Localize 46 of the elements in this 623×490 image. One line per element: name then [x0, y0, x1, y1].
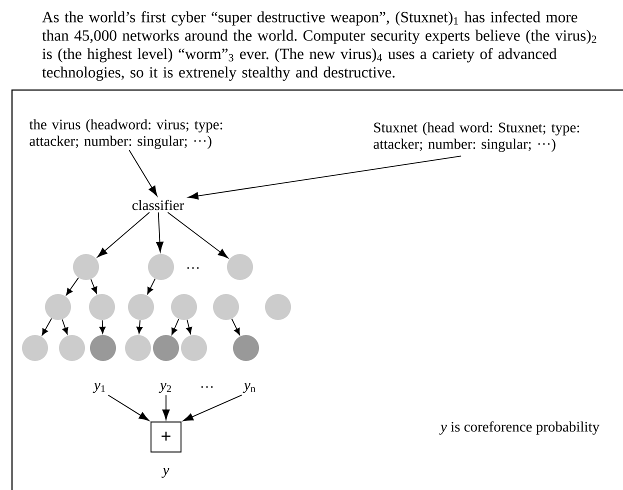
arrow — [90, 278, 98, 294]
arrow — [97, 212, 150, 258]
arrow — [108, 394, 150, 421]
paragraph: As the world’s first cyber “super destructive weapon”, (Stuxnet)$_{1}$ has infected more than 45,000 networks around the world. Computer security experts believe (the virus)$_{2}$ is (the highest level) “worm”$_{3}$ ever. (The new virus)$_{4}$ uses a cariety of advanced technologies, so it is extrenely stealthy and destructive. — [42, 11, 596, 81]
arrow — [156, 212, 164, 252]
circle — [153, 335, 179, 361]
ellipsis: … — [187, 267, 199, 269]
arrow — [182, 394, 242, 422]
circle — [90, 335, 116, 361]
arrow — [42, 318, 52, 336]
circle — [233, 335, 259, 361]
arrow — [167, 212, 228, 258]
circle — [148, 254, 174, 280]
arrow — [136, 320, 143, 334]
text-label: the virus (headword: virus; type: attacker; number: singular; ···) — [29, 119, 222, 149]
variable-label: y$_{1}$ — [92, 383, 105, 393]
circle — [213, 294, 239, 320]
circle — [22, 335, 48, 361]
circle — [89, 294, 115, 320]
circle — [181, 335, 207, 361]
note: y is coreforence probability — [439, 421, 600, 435]
sum-box: + — [150, 422, 182, 452]
circle — [59, 335, 85, 361]
arrow — [62, 319, 68, 334]
circle — [125, 335, 151, 361]
arrow — [188, 156, 462, 200]
circle — [227, 254, 253, 280]
arrow — [186, 319, 192, 334]
circle — [45, 294, 71, 320]
arrow — [162, 394, 170, 420]
classifier-label: classifier — [132, 200, 184, 210]
text-label: Stuxnet (head word: Stuxnet; type: attacker; number: singular; ···) — [374, 122, 580, 152]
arrow — [99, 320, 106, 334]
output-label: y — [162, 468, 170, 478]
circle — [171, 294, 197, 320]
arrow — [66, 277, 79, 296]
circle — [128, 294, 154, 320]
arrow — [171, 318, 180, 335]
arrow — [147, 278, 156, 294]
circle — [73, 254, 99, 280]
arrow — [128, 150, 158, 196]
ellipsis: … — [201, 386, 213, 388]
variable-label: y$_{n}$ — [242, 383, 256, 393]
arrow — [231, 318, 240, 336]
circle — [265, 294, 291, 320]
variable-label: y$_{2}$ — [158, 383, 171, 393]
